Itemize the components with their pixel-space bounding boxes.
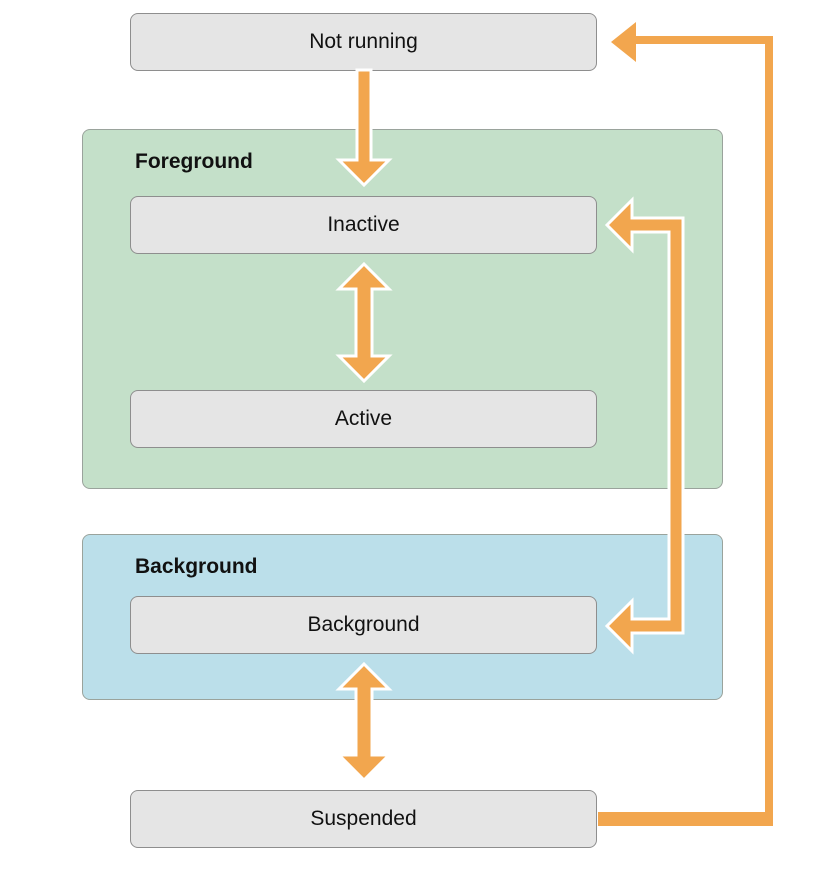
state-suspended: Suspended <box>130 790 597 848</box>
background-group-title: Background <box>135 555 258 578</box>
foreground-group-title: Foreground <box>135 150 253 173</box>
state-inactive: Inactive <box>130 196 597 254</box>
state-active: Active <box>130 390 597 448</box>
state-not-running: Not running <box>130 13 597 71</box>
state-background: Background <box>130 596 597 654</box>
